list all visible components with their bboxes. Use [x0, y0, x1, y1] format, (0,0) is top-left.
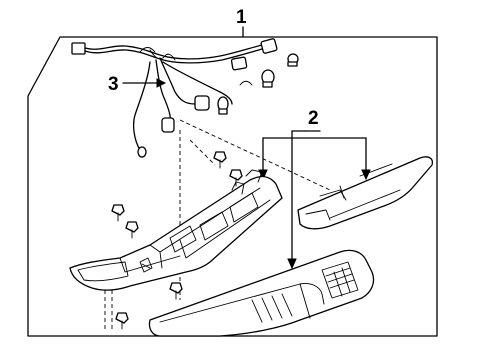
screws	[111, 151, 243, 330]
screw-3	[111, 204, 125, 222]
lamp-housing	[69, 169, 283, 291]
wiring-harness	[71, 38, 299, 158]
screw-5	[169, 282, 183, 300]
callout-2-arrow-lower	[287, 258, 297, 270]
screw-2	[229, 169, 243, 187]
callout-3: 3	[108, 74, 167, 95]
harness-connector-mid	[230, 56, 248, 71]
callout-1: 1	[236, 7, 247, 38]
callout-2-label: 2	[308, 108, 319, 129]
lens-upper-right	[297, 156, 434, 230]
screw-1	[213, 151, 227, 169]
screw-6	[115, 312, 129, 330]
bulb-1-base	[218, 108, 228, 115]
callout-1-label: 1	[236, 7, 247, 28]
bulb-3-base	[287, 61, 298, 67]
lens-lower	[148, 249, 375, 337]
callout-3-label: 3	[108, 74, 119, 95]
harness-connector-left	[71, 42, 86, 55]
harness-socket-2	[161, 117, 175, 133]
harness-connector-right	[260, 38, 278, 54]
harness-socket-1	[194, 95, 210, 111]
frame-border	[27, 36, 438, 337]
bulb-2-base	[262, 81, 273, 88]
screw-4	[125, 221, 139, 239]
harness-socket-3	[137, 146, 147, 158]
